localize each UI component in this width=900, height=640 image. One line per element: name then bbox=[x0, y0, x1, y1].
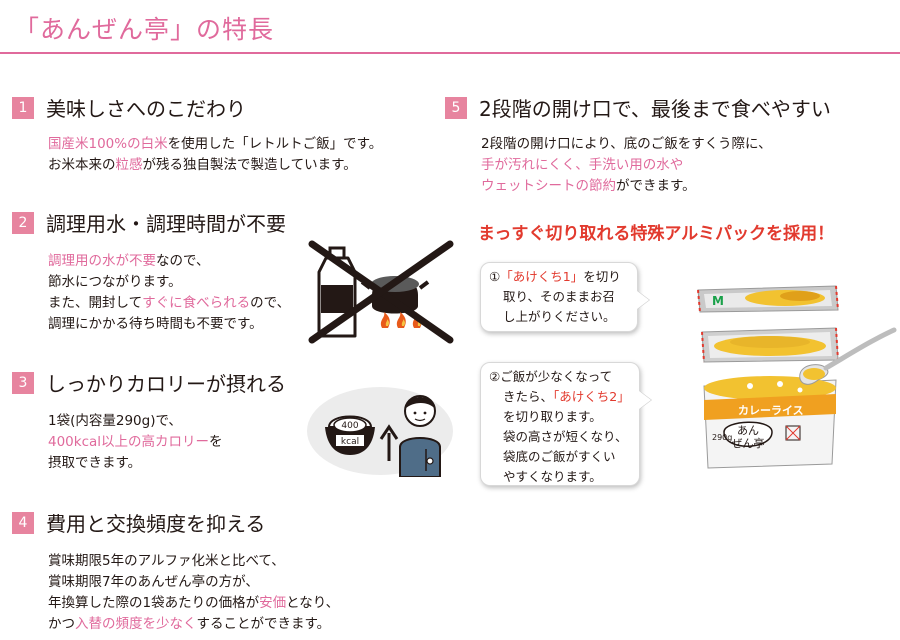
callout-line: を切り取ります。 bbox=[503, 409, 602, 424]
body-line: お米本来の粒感が残る独自製法で製造しています。 bbox=[48, 155, 382, 176]
brand-mark: M bbox=[712, 294, 724, 308]
bowl-label-unit: kcal bbox=[341, 437, 359, 447]
callout-tail bbox=[639, 391, 651, 409]
callout-line: ①「あけくち1」を切り bbox=[489, 269, 621, 284]
body-line: 400kcal以上の高カロリーを bbox=[48, 432, 286, 453]
calorie-illustration: 400 kcal bbox=[307, 387, 453, 477]
callout-line: 袋の高さが短くなり、 bbox=[503, 429, 628, 444]
callout-line: きたら、「あけくち2」 bbox=[503, 389, 630, 404]
section-number-badge: 3 bbox=[12, 371, 34, 394]
package-weight: 290g bbox=[712, 433, 732, 442]
body-text: 摂取できます。 bbox=[48, 455, 142, 471]
body-line: ウェットシートの節約ができます。 bbox=[481, 176, 831, 197]
section-number-badge: 2 bbox=[12, 211, 34, 234]
callout-tail bbox=[637, 291, 649, 309]
body-text: を使用した「レトルトご飯」です。 bbox=[167, 136, 383, 152]
rice-bowl-icon: 400 kcal bbox=[325, 415, 375, 455]
section-body: 1袋(内容量290g)で、 400kcal以上の高カロリーを 摂取できます。 bbox=[48, 411, 286, 474]
body-text: 調理にかかる待ち時間も不要です。 bbox=[48, 316, 263, 332]
curry-package-image: M カレーライス あん ぜん亭 290g bbox=[697, 285, 897, 469]
body-text: することができます。 bbox=[196, 616, 331, 632]
emphasis-text: 安価 bbox=[259, 595, 287, 611]
section-title: 調理用水・調理時間が不要 bbox=[46, 212, 286, 236]
body-text: 1袋(内容量290g)で、 bbox=[48, 413, 182, 429]
section-body: 調理用の水が不要なので、 節水につながります。 また、開封してすぐに食べられるの… bbox=[48, 251, 290, 335]
body-line: 賞味期限5年のアルファ化米と比べて、 bbox=[48, 551, 339, 572]
tear-strip-2 bbox=[701, 327, 839, 363]
body-text: 賞味期限7年のあんぜん亭の方が、 bbox=[48, 574, 259, 590]
body-text: となり、 bbox=[286, 595, 340, 611]
body-text: お米本来の bbox=[48, 157, 116, 173]
body-text: が残る独自製法で製造しています。 bbox=[142, 157, 357, 173]
feature-section-4: 4 費用と交換頻度を抑える 賞味期限5年のアルファ化米と比べて、 賞味期限7年の… bbox=[12, 508, 339, 635]
body-line: 1袋(内容量290g)で、 bbox=[48, 411, 286, 432]
bowl-label-number: 400 bbox=[341, 421, 358, 431]
emphasis-text: 国産米100%の白米 bbox=[48, 136, 168, 152]
callout-opening-1: ①「あけくち1」を切り 取り、そのままお召 し上がりください。 bbox=[480, 262, 649, 332]
body-line: また、開封してすぐに食べられるので、 bbox=[48, 293, 290, 314]
section-title: しっかりカロリーが摂れる bbox=[46, 372, 286, 396]
body-text: 2段階の開け口により、底のご飯をすくう際に、 bbox=[481, 136, 772, 152]
body-line: 摂取できます。 bbox=[48, 453, 286, 474]
body-line: 節水につながります。 bbox=[48, 272, 290, 293]
opening-2-label: 「あけくち2」 bbox=[553, 389, 630, 404]
arrow-up-icon bbox=[379, 424, 399, 461]
body-line: 年換算した際の1袋あたりの価格が安価となり、 bbox=[48, 593, 339, 614]
section-title: 2段階の開け口で、最後まで食べやすい bbox=[479, 97, 831, 121]
callout-line: 取り、そのままお召 bbox=[503, 289, 616, 304]
feature-section-5: 5 2段階の開け口で、最後まで食べやすい 2段階の開け口により、底のご飯をすくう… bbox=[445, 93, 831, 197]
page-title: 「あんぜん亭」の特長 bbox=[14, 15, 275, 44]
body-text: なので、 bbox=[156, 253, 210, 269]
section-title: 費用と交換頻度を抑える bbox=[46, 512, 266, 536]
opening-1-label: 「あけくち1」 bbox=[500, 269, 584, 284]
section-number-badge: 5 bbox=[445, 96, 467, 119]
section-body: 国産米100%の白米を使用した「レトルトご飯」です。 お米本来の粒感が残る独自製… bbox=[48, 134, 382, 176]
emphasis-text: 入替の頻度を少なく bbox=[75, 616, 197, 632]
body-text: かつ bbox=[48, 616, 75, 632]
aluminum-pack-headline: まっすぐ切り取れる特殊アルミパックを採用！ bbox=[478, 224, 835, 244]
package-logo-line-1: あん bbox=[737, 424, 759, 437]
person-icon bbox=[399, 395, 441, 477]
section-number-badge: 1 bbox=[12, 96, 34, 119]
pouch-body: カレーライス あん ぜん亭 290g bbox=[703, 376, 837, 469]
body-text: また、開封して bbox=[48, 295, 143, 311]
body-line: 調理にかかる待ち時間も不要です。 bbox=[48, 314, 290, 335]
callout-line: ②ご飯が少なくなって bbox=[489, 369, 613, 384]
body-text: を bbox=[209, 434, 223, 450]
section-title: 美味しさへのこだわり bbox=[46, 97, 246, 121]
body-line: 賞味期限7年のあんぜん亭の方が、 bbox=[48, 572, 339, 593]
body-line: かつ入替の頻度を少なくすることができます。 bbox=[48, 614, 339, 635]
no-water-no-cooking-icon bbox=[308, 240, 454, 344]
emphasis-text: ウェットシートの節約 bbox=[481, 178, 616, 194]
body-text: ので、 bbox=[250, 295, 291, 311]
tear-strip-1: M bbox=[697, 285, 839, 313]
feature-section-2: 2 調理用水・調理時間が不要 調理用の水が不要なので、 節水につながります。 ま… bbox=[12, 208, 290, 335]
feature-section-3: 3 しっかりカロリーが摂れる 1袋(内容量290g)で、 400kcal以上の高… bbox=[12, 368, 286, 474]
section-number-badge: 4 bbox=[12, 511, 34, 534]
emphasis-text: 手が汚れにくく、手洗い用の水や bbox=[481, 157, 684, 173]
body-line: 2段階の開け口により、底のご飯をすくう際に、 bbox=[481, 134, 831, 155]
body-text: ができます。 bbox=[616, 178, 696, 194]
callout-line: やすくなります。 bbox=[503, 469, 602, 484]
feature-section-1: 1 美味しさへのこだわり 国産米100%の白米を使用した「レトルトご飯」です。 … bbox=[12, 93, 382, 176]
emphasis-text: 調理用の水が不要 bbox=[48, 253, 156, 269]
section-body: 賞味期限5年のアルファ化米と比べて、 賞味期限7年のあんぜん亭の方が、 年換算し… bbox=[48, 551, 339, 635]
body-line: 手が汚れにくく、手洗い用の水や bbox=[481, 155, 831, 176]
spoon-icon bbox=[799, 327, 897, 385]
emphasis-text: すぐに食べられる bbox=[142, 295, 251, 311]
package-band-text: カレーライス bbox=[738, 404, 804, 417]
callout-opening-2: ②ご飯が少なくなって きたら、「あけくち2」 を切り取ります。 袋の高さが短くな… bbox=[480, 362, 651, 486]
emphasis-text: 400kcal以上の高カロリー bbox=[48, 434, 210, 450]
callout-line: 袋底のご飯がすくい bbox=[503, 449, 616, 464]
section-body: 2段階の開け口により、底のご飯をすくう際に、 手が汚れにくく、手洗い用の水や ウ… bbox=[481, 134, 831, 197]
body-line: 国産米100%の白米を使用した「レトルトご飯」です。 bbox=[48, 134, 382, 155]
callout-line: し上がりください。 bbox=[503, 309, 616, 324]
body-text: 年換算した際の1袋あたりの価格が bbox=[48, 595, 260, 611]
body-line: 調理用の水が不要なので、 bbox=[48, 251, 290, 272]
title-divider bbox=[0, 52, 900, 54]
emphasis-text: 粒感 bbox=[115, 157, 143, 173]
body-text: 賞味期限5年のアルファ化米と比べて、 bbox=[48, 553, 285, 569]
body-text: 節水につながります。 bbox=[48, 274, 182, 290]
package-logo-line-2: ぜん亭 bbox=[732, 436, 765, 450]
